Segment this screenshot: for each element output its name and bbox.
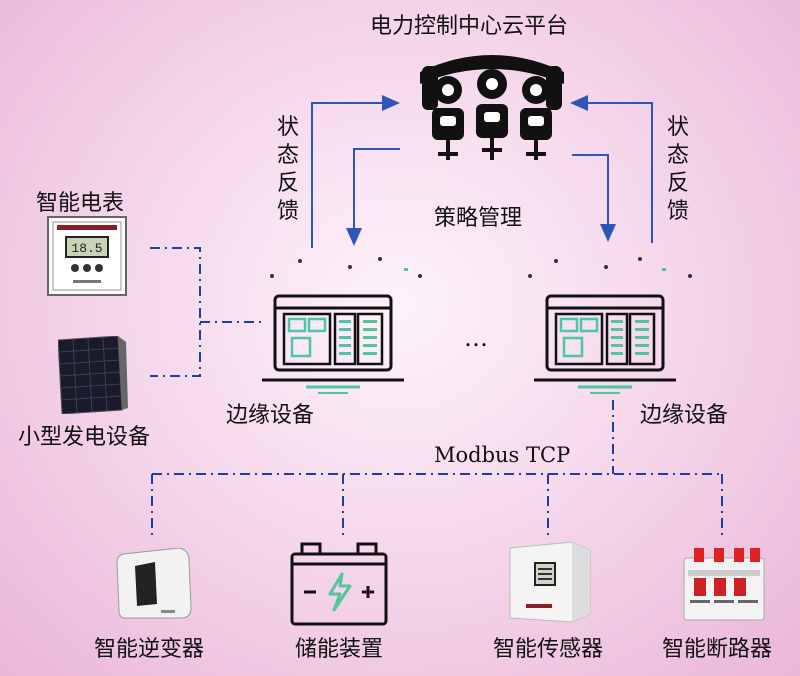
policy-management-label: 策略管理 <box>434 206 523 231</box>
device-label-sensor: 智能传感器 <box>493 637 604 662</box>
edge-device-right-icon <box>534 294 676 394</box>
smart-meter-label: 智能电表 <box>36 191 125 216</box>
small-generator-label: 小型发电设备 <box>18 425 151 450</box>
circuit-breaker-icon <box>683 548 765 621</box>
smart-inverter-icon <box>116 548 192 619</box>
input-connectors <box>150 247 262 377</box>
status-feedback-label-left: 状态反馈 <box>276 115 299 224</box>
sparkle-dots <box>270 257 692 278</box>
policy-arrow-right <box>572 154 616 242</box>
feedback-arrow-left <box>311 95 400 248</box>
ellipsis: … <box>464 324 488 352</box>
solar-panel-icon <box>58 336 128 414</box>
device-label-inverter: 智能逆变器 <box>94 637 205 662</box>
edge-device-left-icon <box>262 294 404 394</box>
modbus-label: Modbus TCP <box>434 443 571 467</box>
feedback-arrow-right <box>570 95 653 243</box>
meter-display-value: 18.5 <box>71 241 102 256</box>
cloud-platform-title: 电力控制中心云平台 <box>370 14 569 39</box>
modbus-bus <box>151 400 723 535</box>
battery-storage-icon <box>290 542 388 626</box>
policy-arrow-left <box>346 148 400 246</box>
device-label-breaker: 智能断路器 <box>662 637 773 662</box>
smart-sensor-icon <box>509 541 591 623</box>
device-label-storage: 储能装置 <box>295 637 384 662</box>
control-center-icon <box>420 55 564 160</box>
status-feedback-label-right: 状态反馈 <box>666 115 689 224</box>
smart-meter-icon: 18.5 <box>47 216 127 296</box>
edge-device-right-label: 边缘设备 <box>640 403 729 428</box>
edge-device-left-label: 边缘设备 <box>226 403 315 428</box>
